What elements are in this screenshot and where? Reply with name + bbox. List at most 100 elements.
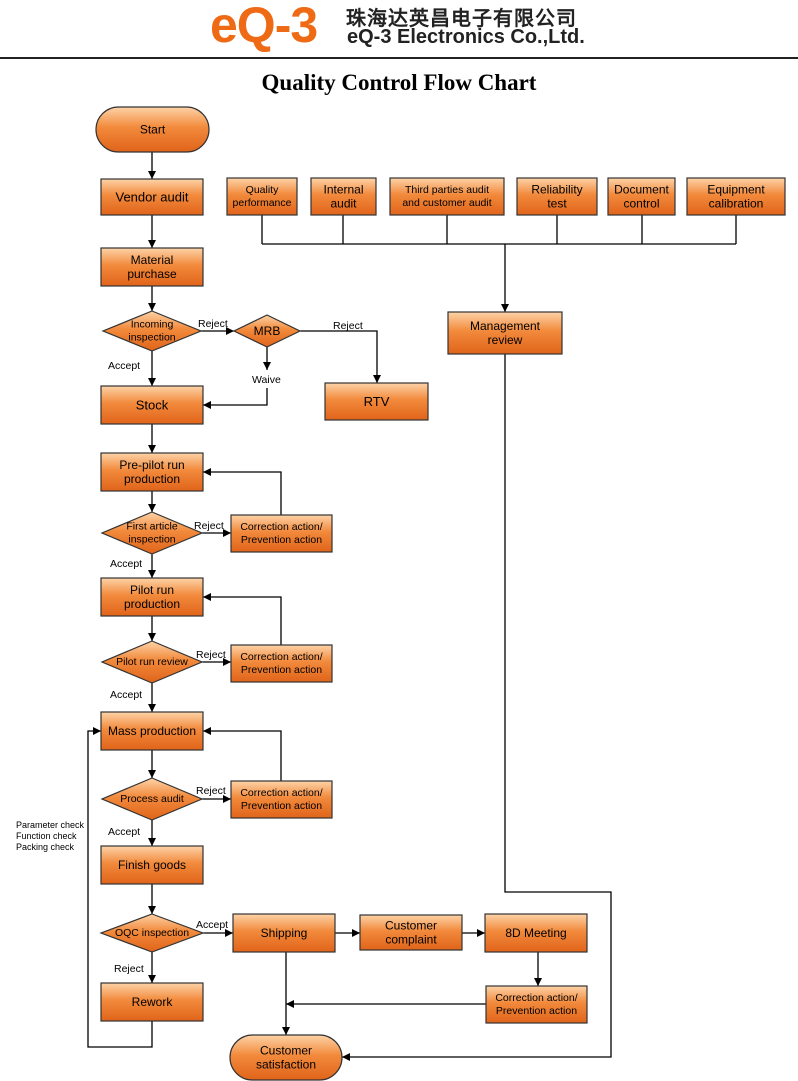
pre-pilot-run-label: production <box>124 472 180 486</box>
correction-3-label: Correction action/ <box>240 787 322 799</box>
company-name-english: eQ-3 Electronics Co.,Ltd. <box>347 26 585 48</box>
customer-complaint-box <box>359 914 463 951</box>
reliability-test-label: Reliability <box>531 182 582 196</box>
quality-performance-box <box>226 177 298 216</box>
accept-pilot-label: Accept <box>110 689 142 701</box>
correction-1-label: Correction action/ <box>240 521 322 533</box>
finish-goods-label: Finish goods <box>118 858 186 872</box>
finish-goods-box <box>100 845 204 885</box>
flow-arrow <box>300 330 381 383</box>
mass-production-box <box>100 711 204 751</box>
document-control-label: control <box>623 197 659 211</box>
pre-pilot-run-box <box>100 452 204 492</box>
correction-2-box <box>230 644 333 683</box>
vendor-audit-label: Vendor audit <box>115 190 188 205</box>
flow-arrow <box>203 468 282 515</box>
quality-performance-label: Quality <box>246 184 279 196</box>
third-parties-audit-label: Third parties audit <box>405 184 489 196</box>
management-review-box <box>447 311 563 355</box>
third-parties-audit-box <box>389 177 505 216</box>
customer-satisfaction-label: Customer <box>260 1043 312 1057</box>
shipping-label: Shipping <box>261 926 308 940</box>
pilot-run-review-decision <box>100 640 204 684</box>
stock-box <box>100 385 204 425</box>
material-purchase-label: purchase <box>127 267 177 281</box>
accept-oqc-label: Accept <box>196 919 228 931</box>
first-article-label: inspection <box>128 533 175 545</box>
correction-2-label: Correction action/ <box>240 651 322 663</box>
reject-process-label: Reject <box>196 785 226 797</box>
mrb-label: MRB <box>254 324 281 338</box>
correction-4-label: Prevention action <box>496 1005 577 1017</box>
process-audit-label: Process audit <box>120 793 184 805</box>
correction-1-box <box>230 514 333 553</box>
incoming-inspection-decision <box>101 310 203 352</box>
incoming-inspection-label: Incoming <box>131 319 174 331</box>
flow-arrow <box>87 727 153 1048</box>
rework-box <box>100 982 204 1022</box>
vendor-audit-box <box>100 178 204 216</box>
company-name-chinese: 珠海达英昌电子有限公司 <box>346 6 577 30</box>
start-label: Start <box>140 123 166 137</box>
rework-check-label: Parameter check <box>16 820 85 830</box>
page-header: eQ-3 珠海达英昌电子有限公司 eQ-3 Electronics Co.,Lt… <box>0 0 798 62</box>
process-audit-decision <box>100 777 204 821</box>
flow-arrow <box>203 727 282 781</box>
accept-process-label: Accept <box>108 826 140 838</box>
reject-first-article-label: Reject <box>194 520 224 532</box>
customer-complaint-label: Customer <box>385 918 437 932</box>
management-review-label: review <box>488 333 523 347</box>
correction-1-label: Prevention action <box>241 534 322 546</box>
rtv-box <box>324 382 429 421</box>
correction-2-label: Prevention action <box>241 664 322 676</box>
pilot-run-label: production <box>124 597 180 611</box>
page-title: Quality Control Flow Chart <box>261 70 537 95</box>
meeting-8d-box <box>484 913 588 953</box>
reject-incoming-label: Reject <box>198 318 228 330</box>
internal-audit-label: Internal <box>323 182 363 196</box>
internal-audit-box <box>310 177 377 216</box>
document-control-label: Document <box>614 182 669 196</box>
start-terminal <box>95 106 210 153</box>
shipping-box <box>232 913 336 953</box>
rework-label: Rework <box>132 995 174 1009</box>
quality-performance-label: performance <box>233 197 292 209</box>
correction-3-label: Prevention action <box>241 800 322 812</box>
rework-check-label: Function check <box>16 831 77 841</box>
eq3-logo: eQ-3 <box>210 0 318 53</box>
internal-audit-label: audit <box>330 197 357 211</box>
correction-4-label: Correction action/ <box>495 992 577 1004</box>
stock-label: Stock <box>136 398 169 413</box>
accept-first-article-label: Accept <box>110 558 142 570</box>
flow-arrow <box>203 388 268 409</box>
meeting-8d-label: 8D Meeting <box>505 926 566 940</box>
mass-production-label: Mass production <box>108 724 196 738</box>
pilot-run-label: Pilot run <box>130 583 174 597</box>
mrb-decision <box>232 314 302 348</box>
equipment-calibration-box <box>686 177 786 216</box>
correction-3-box <box>230 780 333 819</box>
pilot-run-box <box>100 577 204 617</box>
equipment-calibration-label: Equipment <box>707 182 765 196</box>
nodes: Vendor auditMaterialpurchaseStockPre-pil… <box>95 106 786 1081</box>
reliability-test-box <box>516 177 598 216</box>
rework-check-label: Packing check <box>16 842 75 852</box>
document-control-box <box>607 177 676 216</box>
third-parties-audit-label: and customer audit <box>402 197 491 209</box>
material-purchase-box <box>100 247 204 287</box>
equipment-calibration-label: calibration <box>709 197 764 211</box>
accept-incoming-label: Accept <box>108 360 140 372</box>
incoming-inspection-label: inspection <box>128 331 175 343</box>
reject-mrb-label: Reject <box>333 320 363 332</box>
customer-complaint-label: complaint <box>385 933 437 947</box>
waive-label: Waive <box>252 374 281 386</box>
flow-arrow <box>203 593 282 645</box>
oqc-inspection-label: OQC inspection <box>115 927 189 939</box>
reject-oqc-label: Reject <box>114 963 144 975</box>
oqc-inspection-decision <box>99 913 205 953</box>
pilot-run-review-label: Pilot run review <box>116 656 188 668</box>
header-divider <box>0 57 798 59</box>
reliability-test-label: test <box>547 197 567 211</box>
correction-4-box <box>485 985 588 1024</box>
